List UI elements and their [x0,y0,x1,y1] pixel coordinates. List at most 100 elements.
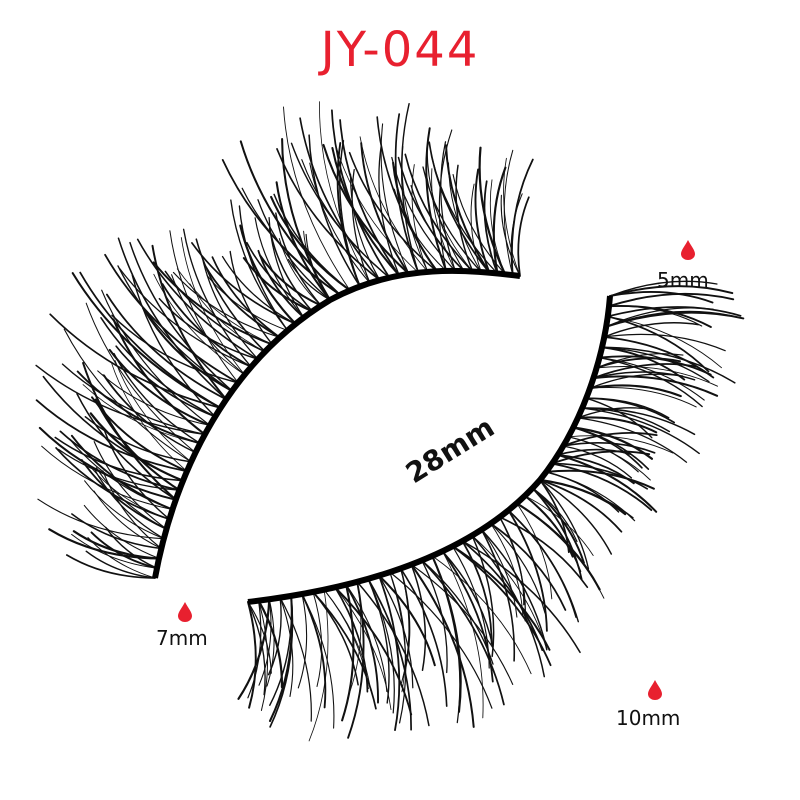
lash-strand [299,117,381,281]
lash-strand [203,263,281,339]
lash-strand [596,366,718,387]
lash-strand [551,462,653,512]
lash-strand [585,397,653,439]
lash-strand [312,591,323,688]
lash-strand [471,535,546,646]
lash-strand [474,168,491,274]
lash-strand [258,598,272,686]
lash-strand [498,516,589,589]
lash-strand [410,563,427,671]
lash-strand [169,230,239,384]
lash-strand [399,567,448,707]
lash-strand [451,545,551,651]
lash-strand [471,534,495,658]
lash-strand [206,274,289,331]
lash-strand [400,567,410,684]
lash-strand [303,230,331,301]
lash-strand [287,258,331,301]
lash-strand [82,384,201,444]
lash-strand [119,268,252,368]
lash-strand [539,479,623,533]
lash-strand [42,375,184,482]
lash-strand [531,487,585,564]
lash-strand [229,250,273,346]
lash-strand [410,184,465,272]
lash-strand [267,597,282,676]
lash-strand [438,129,453,272]
lash-strand [480,528,516,662]
lash-strand [268,227,314,313]
lash-strand [581,407,696,436]
lash-strand [585,397,670,419]
lash-strand [136,238,259,360]
lash-strands [35,101,745,742]
lash-strand [507,509,580,623]
lash-strand [391,156,456,272]
lash-strand [113,352,201,445]
lash-strand [572,426,650,470]
lash-strand [608,305,703,327]
lash-strand [275,181,332,302]
lash-strand [576,416,658,434]
lash-strand [556,454,635,485]
lash-strand [290,142,391,279]
lash-strand [601,346,710,383]
lash-strand [539,479,590,570]
lash-strand [247,601,266,696]
lash-strand [100,317,216,418]
lash-strand [461,540,544,652]
lash-strand [111,314,240,384]
lash-strand [153,273,246,376]
lash-strand [71,272,222,409]
lash-strand [57,448,181,491]
lash-strand [309,162,371,284]
lash-strand [108,348,211,427]
lash-strand [601,346,736,384]
lash-strand [581,407,700,455]
lash-strand [445,144,491,274]
lash-strand [539,479,570,554]
lash-strand [567,436,639,473]
lash-strand [242,257,314,313]
lash-strand [334,586,369,693]
lash-strand [499,516,526,622]
lash-strand [452,174,506,275]
lash-strand [606,306,742,318]
lash-strand [350,173,381,281]
lash-strand [279,597,312,722]
lash-strand [431,555,461,724]
lash-strand [84,416,192,463]
lash-strand [598,356,703,408]
lash-strand [49,313,222,409]
lash-strand [461,540,493,645]
marker-label-10mm: 10mm [616,706,681,730]
lash-strand [516,502,553,600]
lash-strand [483,180,499,275]
lash-strand [562,445,633,479]
lash-strand [345,583,379,704]
lash-strand [65,554,156,579]
lash-strand [71,513,163,550]
lash-strand [341,583,355,722]
lash-strand [441,550,494,647]
lash-strand [93,441,168,530]
lash-strand [507,509,548,632]
lash-strand [72,530,161,560]
lash-strand [176,268,273,345]
lash-strand [389,571,406,693]
lash-strand [61,363,206,436]
lash-strand [451,545,490,669]
lash-strand [367,578,390,704]
lash-strand [270,195,352,292]
lash-strand [400,102,420,274]
lash-strand [71,533,158,569]
lash-strand [431,157,499,275]
lash-strand [152,261,274,346]
lash-strand [93,490,162,550]
lash-strand [335,144,419,274]
lash-strand [551,450,651,465]
lash-strand [259,254,323,307]
lash-strand [37,498,165,540]
lash-strand [451,545,552,667]
